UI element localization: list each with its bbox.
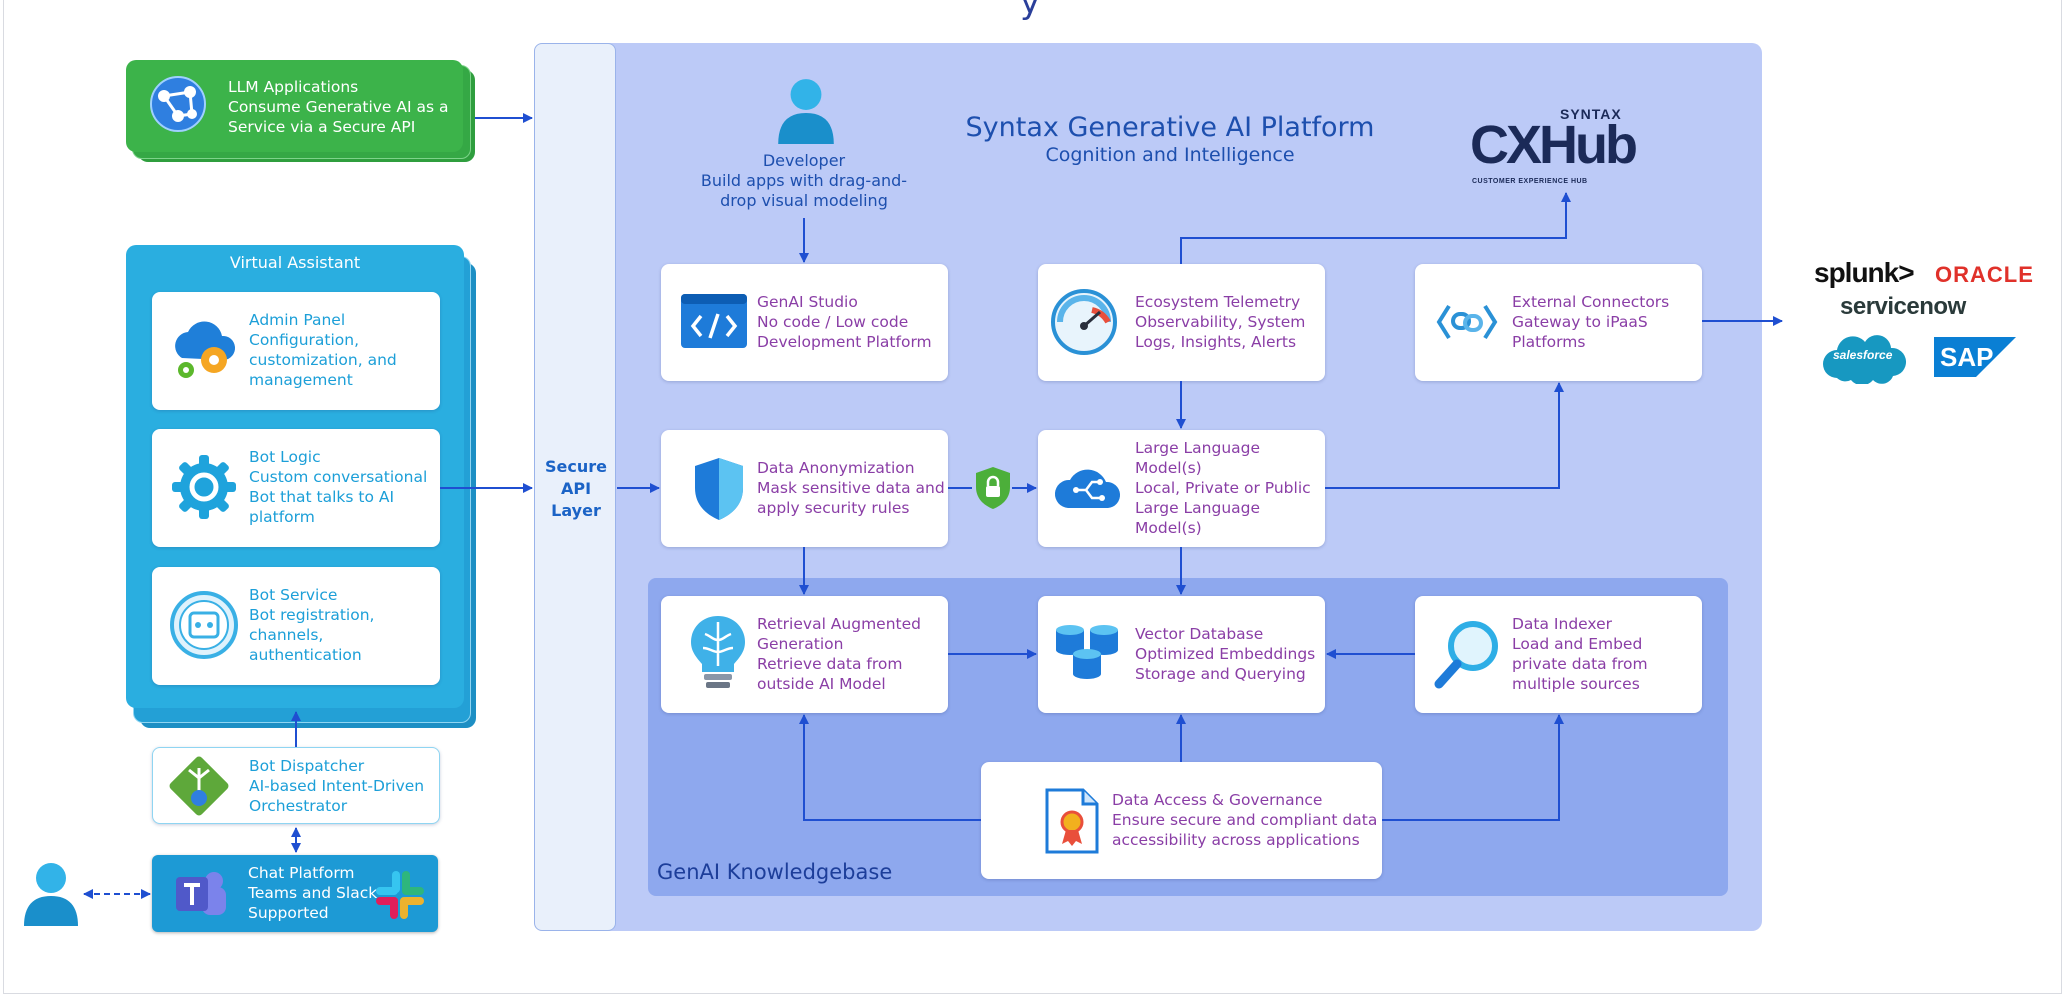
gear-icon (172, 455, 236, 519)
governance-card: Data Access & Governance Ensure secure a… (981, 762, 1382, 879)
web-network-icon (150, 76, 206, 132)
brain-bulb-icon (691, 616, 745, 688)
teams-icon (176, 872, 226, 915)
knowledgebase-label: GenAI Knowledgebase (657, 860, 893, 884)
link-connector-icon (1436, 304, 1498, 340)
vector-database-text: Vector Database Optimized Embeddings Sto… (1135, 625, 1316, 683)
shield-icon (695, 458, 743, 520)
telemetry-card: Ecosystem Telemetry Observability, Syste… (1038, 264, 1325, 381)
slack-icon (376, 871, 424, 919)
llm-apps-card: LLM Applications Consume Generative AI a… (126, 60, 463, 152)
arrow-governance-to-rag (799, 714, 981, 821)
arrow-llm-to-connectors (1325, 382, 1564, 489)
genai-studio-text: GenAI Studio No code / Low code Developm… (757, 293, 932, 351)
bot-service-card: Bot Service Bot registration, channels, … (152, 567, 440, 685)
magnifier-icon (1434, 621, 1498, 689)
cloud-gear-icon (175, 321, 236, 378)
data-indexer-text: Data Indexer Load and Embed private data… (1512, 615, 1648, 693)
certificate-icon (1045, 788, 1099, 854)
bot-dispatcher-card: Bot Dispatcher AI-based Intent-Driven Or… (152, 747, 440, 824)
cloud-brain-icon (1054, 469, 1121, 508)
bot-logic-text: Bot Logic Custom conversational Bot that… (249, 448, 428, 526)
lock-shield-icon (976, 467, 1010, 509)
bot-dispatcher-text: Bot Dispatcher AI-based Intent-Driven Or… (249, 757, 425, 815)
rag-card: Retrieval Augmented Generation Retrieve … (661, 596, 948, 713)
platform-subtitle: Cognition and Intelligence (1045, 144, 1295, 166)
llm-card: Large Language Model(s) Local, Private o… (1038, 430, 1325, 547)
sap-logo: SAP (1934, 337, 2016, 377)
page-frame (3, 0, 2062, 994)
admin-panel-card: Admin Panel Configuration, customization… (152, 292, 440, 410)
llm-text: Large Language Model(s) Local, Private o… (1135, 439, 1311, 537)
bot-logic-card: Bot Logic Custom conversational Bot that… (152, 429, 440, 547)
bot-service-text: Bot Service Bot registration, channels, … (249, 586, 375, 664)
sap-shape-icon (1934, 337, 2016, 377)
salesforce-cloud-icon (1823, 335, 1907, 384)
secure-api-layer-label: Secure API Layer (545, 457, 607, 520)
data-indexer-card: Data Indexer Load and Embed private data… (1415, 596, 1702, 713)
dashboard-gauge-icon (1051, 289, 1117, 355)
arrow-telemetry-to-cxhub (1180, 192, 1571, 264)
database-icon (1056, 625, 1118, 679)
governance-text: Data Access & Governance Ensure secure a… (1112, 791, 1378, 849)
chat-platform-text: Chat Platform Teams and Slack Supported (248, 864, 378, 922)
genai-studio-card: GenAI Studio No code / Low code Developm… (661, 264, 948, 381)
user-icon (24, 863, 78, 926)
arrow-governance-to-indexer (1382, 714, 1564, 821)
virtual-assistant-title: Virtual Assistant (229, 253, 361, 272)
external-connectors-card: External Connectors Gateway to iPaaS Pla… (1415, 264, 1702, 381)
cxhub-logo: SYNTAX CXHub CUSTOMER EXPERIENCE HUB (1470, 106, 1638, 185)
data-anonymization-text: Data Anonymization Mask sensitive data a… (757, 459, 945, 517)
admin-panel-text: Admin Panel Configuration, customization… (249, 311, 397, 389)
bot-service-icon (170, 591, 238, 659)
secure-api-layer (534, 43, 616, 931)
page-title-fragment: y (1020, 0, 1041, 22)
vector-database-card: Vector Database Optimized Embeddings Sto… (1038, 596, 1325, 713)
platform-title: Syntax Generative AI Platform (965, 112, 1375, 143)
dispatcher-icon (169, 756, 229, 816)
chat-platform-card: Chat Platform Teams and Slack Supported (152, 855, 438, 932)
data-anonymization-card: Data Anonymization Mask sensitive data a… (661, 430, 948, 547)
splunk-logo: splunk> (1814, 257, 1915, 288)
code-editor-icon (681, 294, 747, 348)
external-connectors-text: External Connectors Gateway to iPaaS Pla… (1512, 293, 1670, 351)
oracle-logo: ORACLE (1935, 262, 2034, 287)
telemetry-text: Ecosystem Telemetry Observability, Syste… (1135, 293, 1306, 351)
llm-apps-text: LLM Applications Consume Generative AI a… (228, 78, 449, 136)
developer-text: Developer Build apps with drag-and- drop… (700, 151, 908, 210)
servicenow-logo: servicenow (1840, 293, 1966, 320)
salesforce-logo: salesforce (1823, 330, 1907, 384)
rag-text: Retrieval Augmented Generation Retrieve … (757, 615, 921, 693)
developer-icon (778, 79, 834, 144)
